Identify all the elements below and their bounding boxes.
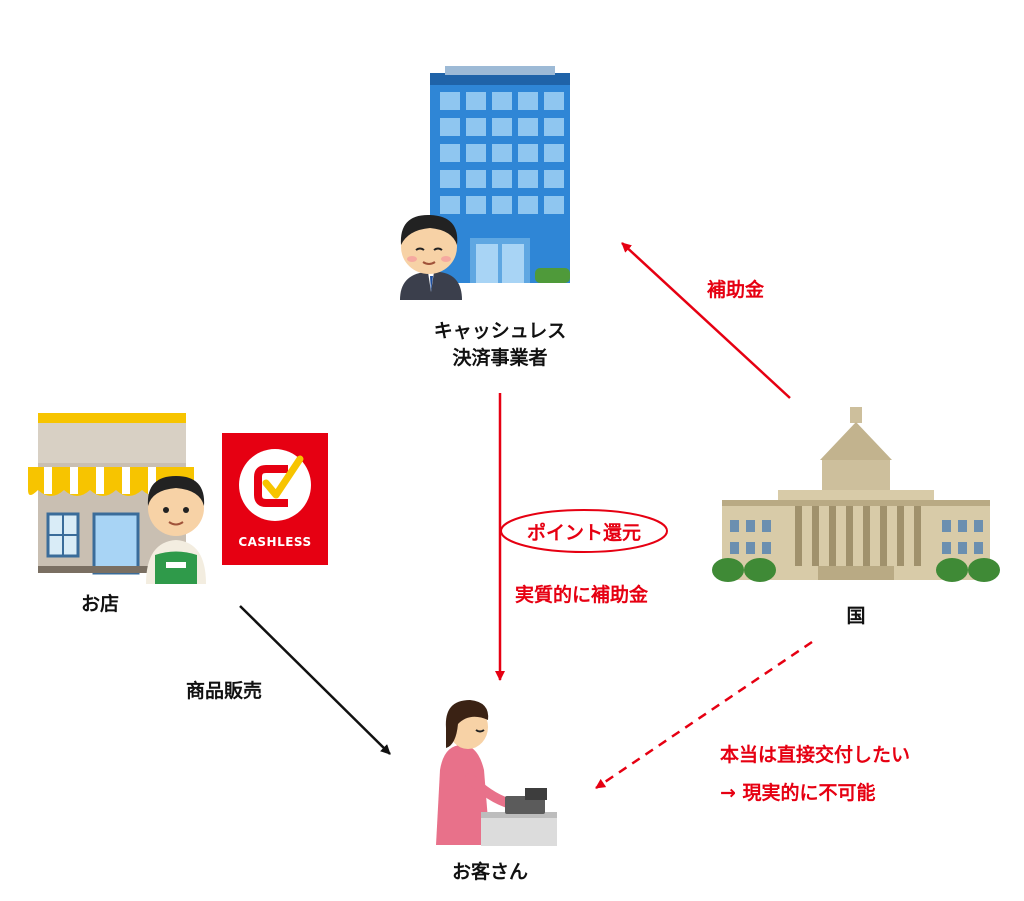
payment-provider-line2: 決済事業者 [452,347,548,369]
customer-woman-icon [436,700,520,845]
direct-subsidy-label: 本当は直接交付したい → 現実的に不可能 [720,736,910,812]
diet-building-icon [712,407,1000,582]
sales-label: 商品販売 [186,680,263,702]
customer-label: お客さん [451,861,528,883]
points-sub-label: 実質的に補助金 [515,584,649,606]
subsidy-label: 補助金 [707,279,765,301]
shop-label: お店 [80,593,119,615]
businessman-icon [400,214,462,300]
payment-provider-line1: キャッシュレス [433,320,567,342]
direct-subsidy-line2: → 現実的に不可能 [720,782,876,804]
direct-subsidy-line1: 本当は直接交付したい [720,744,911,766]
direct-subsidy-dashed-arrow [595,640,813,790]
cash-register-icon [481,788,557,846]
cashless-badge: CASHLESS [222,433,328,565]
cashless-logo-icon [239,449,311,521]
sales-arrow [239,605,391,755]
points-label: ポイント還元 [526,522,641,544]
shop-clerk-icon [146,476,206,584]
subsidy-arrow [621,242,791,399]
points-label-oval [500,509,668,553]
cashless-badge-text: CASHLESS [238,535,312,549]
payment-provider-label: キャッシュレス 決済事業者 [390,318,610,372]
government-label: 国 [846,605,866,627]
